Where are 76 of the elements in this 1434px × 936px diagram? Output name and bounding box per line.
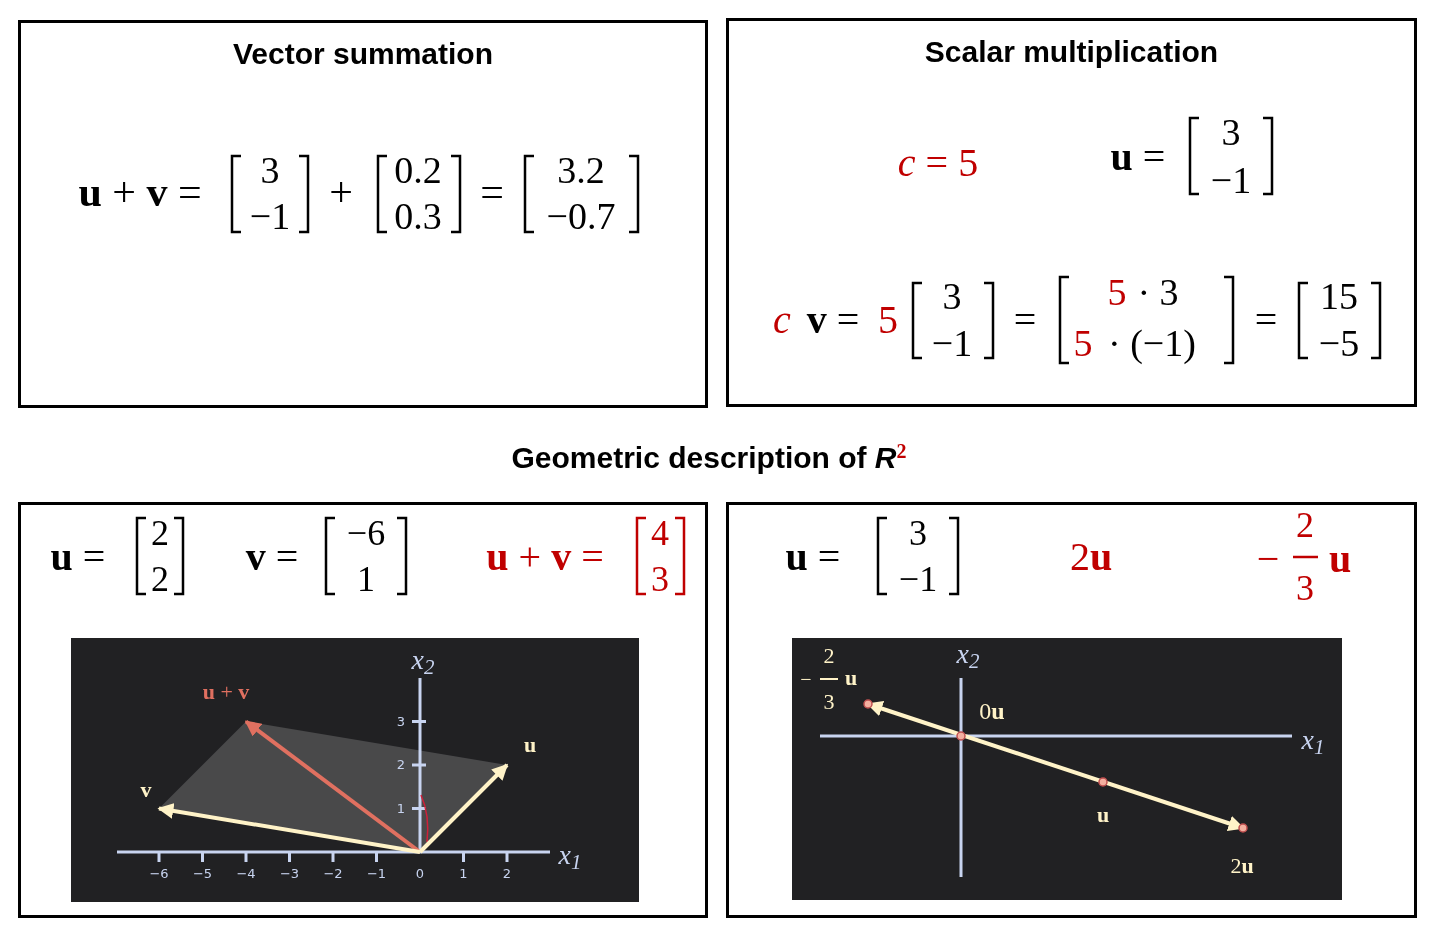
axis-label: x$_{1}$	[1301, 726, 1325, 754]
tick-label: 2	[396, 757, 406, 771]
vector-label: 2u	[1230, 855, 1254, 877]
panel-heading: Vector summation	[232, 36, 494, 72]
matrix-entry: 1	[357, 561, 375, 597]
vector-label: u	[1096, 804, 1110, 826]
axis-label: x$_{1}$	[558, 841, 582, 869]
matrix-entry: 3	[1221, 113, 1241, 151]
tick-label: 1	[459, 866, 468, 880]
matrix-entry: 3.2	[557, 151, 605, 189]
matrix-entry: −1	[898, 561, 938, 597]
matrix-entry: 2	[151, 561, 169, 597]
math-term: v =	[245, 537, 299, 577]
math-term: 2u	[1069, 537, 1113, 577]
math-term: c = 5	[897, 143, 979, 183]
math-term: +	[329, 171, 353, 213]
matrix-entry: 3	[260, 151, 280, 189]
tick-label: 2	[502, 866, 512, 880]
matrix-entry: · 3	[1137, 273, 1179, 311]
math-term: u =	[1110, 137, 1166, 177]
tick-label: −3	[279, 866, 300, 880]
matrix-entry: 4	[651, 515, 669, 551]
matrix-entry: 2	[1296, 507, 1314, 543]
math-term: =	[1254, 300, 1278, 340]
math-term: u	[1328, 539, 1352, 579]
matrix-entry: 2	[151, 515, 169, 551]
vector-label: u	[844, 667, 858, 689]
matrix-entry: −5	[1318, 324, 1360, 362]
panel-heading: Scalar multiplication	[924, 34, 1219, 70]
vector-label: 3	[823, 691, 835, 713]
matrix-entry: 5	[1073, 324, 1093, 362]
matrix-entry: · (−1)	[1108, 324, 1196, 362]
matrix-entry: 3	[1296, 570, 1314, 606]
matrix-entry: 3	[942, 277, 962, 315]
vector-label: u + v	[202, 681, 250, 703]
matrix-entry: −6	[346, 515, 386, 551]
matrix-entry: −0.7	[546, 197, 616, 235]
tick-label: −5	[192, 866, 213, 880]
axis-label: x$_{2}$	[411, 646, 435, 674]
tick-label: −6	[149, 866, 169, 880]
tick-label: 3	[396, 714, 406, 728]
math-term: u =	[50, 537, 106, 577]
math-term: u + v =	[486, 537, 604, 577]
axis-label: x$_{2}$	[956, 640, 980, 668]
matrix-entry: 5	[1107, 273, 1127, 311]
math-term: =	[480, 171, 504, 213]
math-term: u =	[785, 537, 841, 577]
math-term: 5	[878, 300, 898, 340]
tick-label: −4	[236, 866, 256, 880]
vector-label: 0u	[979, 699, 1005, 723]
vector-label: u	[523, 734, 537, 756]
matrix-entry: −1	[931, 324, 973, 362]
math-term: c	[773, 300, 791, 340]
vector-label: −	[800, 669, 812, 689]
math-term: v =	[806, 300, 860, 340]
vector-label: v	[140, 779, 152, 801]
panel-box	[726, 18, 1417, 407]
matrix-entry: 0.3	[394, 197, 442, 235]
math-term: =	[1013, 300, 1037, 340]
matrix-entry: 3	[909, 515, 927, 551]
tick-label: 0	[415, 866, 425, 880]
panel-box	[726, 502, 1417, 918]
panel-box	[18, 502, 708, 918]
tick-label: 1	[396, 801, 406, 815]
math-term: u + v =	[78, 171, 202, 213]
math-term: −	[1256, 539, 1280, 579]
matrix-entry: 15	[1320, 277, 1358, 315]
section-title: Geometric description of R$^{2}$	[511, 438, 907, 476]
matrix-entry: 0.2	[394, 151, 442, 189]
panel-box	[18, 20, 708, 408]
tick-label: −1	[366, 866, 387, 880]
matrix-entry: 3	[651, 561, 669, 597]
vector-label: 2	[823, 645, 835, 667]
matrix-entry: −1	[1210, 161, 1252, 199]
tick-label: −2	[323, 866, 343, 880]
matrix-entry: −1	[249, 197, 291, 235]
